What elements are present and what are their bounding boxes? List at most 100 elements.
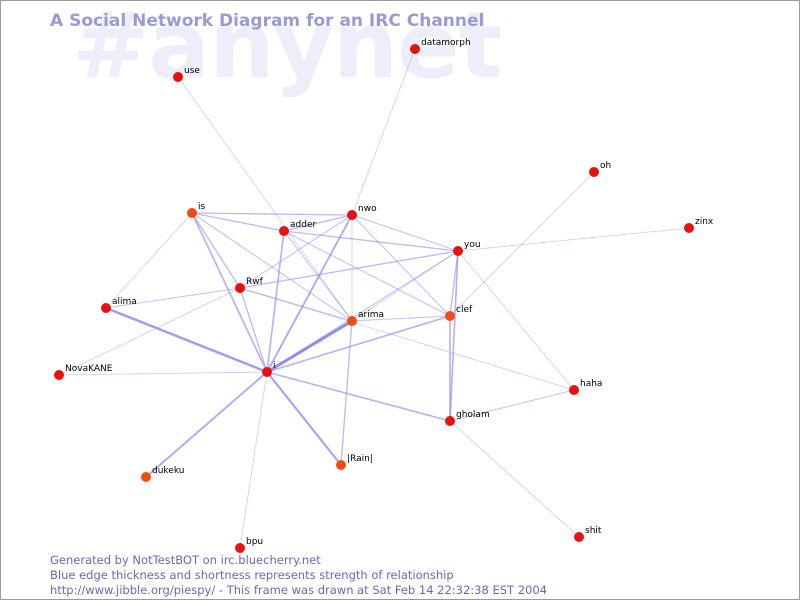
node-bpu: bpu	[235, 537, 263, 553]
node-adder: adder	[279, 220, 316, 236]
edge-is-rwf	[191, 212, 241, 289]
node-label-i: i	[273, 361, 276, 371]
node-nwo: nwo	[347, 204, 377, 220]
edge-i-novakane	[58, 371, 268, 376]
edge-nwo-datamorph	[351, 48, 416, 216]
edge-arima-rwf	[239, 287, 353, 322]
node-arima: arima	[347, 310, 384, 326]
node-haha: haha	[569, 379, 602, 395]
node-label-rwf: Rwf	[246, 277, 264, 287]
node-dot-gholam	[445, 416, 455, 426]
edge-you-zinx	[457, 227, 690, 252]
edge-layer	[58, 48, 690, 549]
node-gholam: gholam	[445, 410, 490, 426]
node-label-zinx: zinx	[695, 217, 714, 227]
node-label-rain: |Rain|	[347, 454, 373, 464]
node-dot-bpu	[235, 543, 245, 553]
footer: Generated by NotTestBOT on irc.bluecherr…	[50, 553, 547, 598]
node-i: i	[262, 361, 276, 377]
edge-you-clef	[449, 250, 459, 317]
edge-rwf-alima	[105, 287, 241, 309]
edge-i-rwf	[239, 287, 268, 373]
node-datamorph: datamorph	[410, 38, 471, 54]
node-dot-zinx	[684, 223, 694, 233]
edge-rwf-novakane	[58, 287, 241, 376]
edge-adder-clef	[283, 230, 451, 317]
node-rwf: Rwf	[235, 277, 264, 293]
channel-watermark: #anynet	[72, 0, 503, 99]
edge-i-adder	[266, 230, 285, 373]
node-label-gholam: gholam	[456, 410, 490, 420]
node-dot-i	[262, 367, 272, 377]
node-label-oh: oh	[600, 161, 611, 171]
node-label-dukeku: dukeku	[152, 466, 184, 476]
node-dot-nwo	[347, 210, 357, 220]
node-oh: oh	[589, 161, 611, 177]
node-label-bpu: bpu	[246, 537, 263, 547]
node-label-alima: alima	[112, 297, 137, 307]
edge-i-is	[191, 212, 268, 373]
node-you: you	[453, 240, 481, 256]
edge-arima-adder	[283, 230, 353, 322]
node-is: is	[187, 202, 206, 218]
edge-i-clef	[266, 315, 451, 373]
node-dot-rwf	[235, 283, 245, 293]
node-shit: shit	[574, 526, 602, 542]
edge-is-nwo	[191, 212, 353, 216]
footer-legend: Blue edge thickness and shortness repres…	[50, 568, 454, 582]
node-dot-you	[453, 246, 463, 256]
node-label-nwo: nwo	[358, 204, 377, 214]
node-rain: |Rain|	[336, 454, 373, 470]
node-label-haha: haha	[580, 379, 602, 389]
node-dot-use	[173, 72, 183, 82]
node-dot-adder	[279, 226, 289, 236]
node-label-use: use	[184, 66, 200, 76]
footer-generated-by: Generated by NotTestBOT on irc.bluecherr…	[50, 553, 321, 567]
edge-gholam-haha	[449, 389, 575, 422]
edge-gholam-shit	[449, 420, 580, 538]
node-dot-rain	[336, 460, 346, 470]
node-use: use	[173, 66, 200, 82]
footer-url-timestamp: http://www.jibble.org/piespy/ - This fra…	[50, 583, 547, 597]
edge-i-alima	[104, 306, 269, 374]
node-label-shit: shit	[585, 526, 602, 536]
edge-is-alima	[105, 212, 193, 309]
edge-nwo-rwf	[239, 214, 353, 289]
edge-nwo-clef	[351, 214, 451, 317]
node-dot-oh	[589, 167, 599, 177]
node-dot-alima	[101, 303, 111, 313]
node-dot-arima	[347, 316, 357, 326]
node-dot-shit	[574, 532, 584, 542]
diagram-title: A Social Network Diagram for an IRC Chan…	[50, 11, 485, 31]
node-dukeku: dukeku	[141, 466, 184, 482]
node-label-adder: adder	[290, 220, 316, 230]
edge-you-gholam	[449, 250, 459, 422]
node-alima: alima	[101, 297, 137, 313]
edge-nwo-you	[351, 214, 459, 252]
edge-you-rwf	[239, 250, 459, 289]
edge-rwf-haha	[239, 287, 575, 391]
edge-arima-clef	[351, 315, 451, 322]
edge-arima-use	[177, 76, 353, 322]
node-zinx: zinx	[684, 217, 714, 233]
node-label-arima: arima	[358, 310, 384, 320]
edge-adder-you	[283, 230, 459, 252]
edge-i-bpu	[239, 371, 268, 549]
node-dot-clef	[445, 311, 455, 321]
node-dot-datamorph	[410, 44, 420, 54]
edge-i-gholam	[266, 371, 451, 422]
node-clef: clef	[445, 305, 473, 321]
node-novakane: NovaKANE	[54, 364, 113, 380]
node-label-is: is	[198, 202, 206, 212]
edge-i-you	[266, 250, 459, 373]
edge-i-dukeku	[145, 371, 268, 478]
node-dot-is	[187, 208, 197, 218]
edge-adder-nwo	[283, 214, 353, 232]
node-label-clef: clef	[456, 305, 473, 315]
node-dot-dukeku	[141, 472, 151, 482]
node-label-novakane: NovaKANE	[65, 364, 113, 374]
edge-arima-rain	[340, 320, 353, 466]
node-label-datamorph: datamorph	[421, 38, 471, 48]
